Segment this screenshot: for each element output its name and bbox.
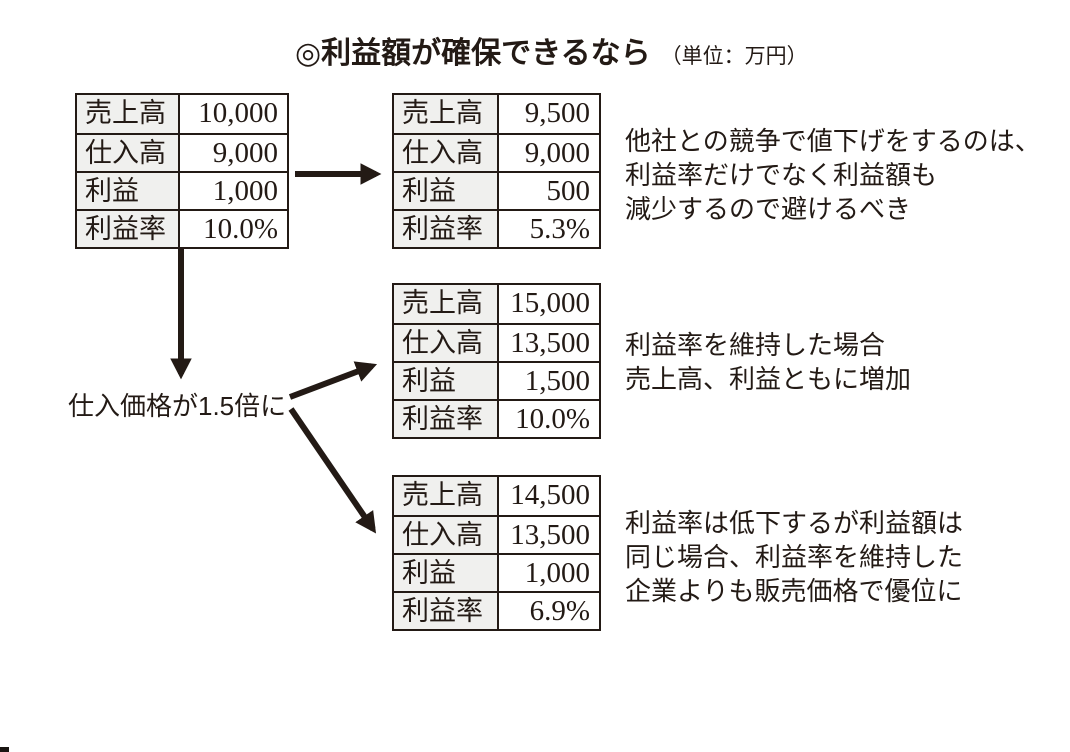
row-label: 利益率 [394,593,499,629]
table-row: 仕入高 13,500 [394,515,599,553]
table-row: 利益率 10.0% [394,399,599,437]
row-value: 5.3% [529,213,590,245]
annotation-line: 売上高、利益ともに増加 [625,364,912,394]
row-value: 15,000 [510,287,590,319]
row-value: 13,500 [510,327,590,359]
page-title: ◎利益額が確保できるなら （単位：万円） [295,28,808,72]
row-value: 1,500 [524,365,590,397]
row-label: 利益率 [394,211,499,247]
table-row: 利益率 5.3% [394,209,599,247]
row-label: 利益 [77,173,180,209]
title-unit-label: （単位：万円） [660,45,808,68]
table-row: 仕入高 9,000 [77,133,287,171]
table-margin-kept: 売上高 15,000 仕入高 13,500 利益 1,500 利益率 10.0% [392,283,601,439]
row-value: 10.0% [515,403,590,435]
row-label: 仕入高 [394,135,499,171]
row-label: 売上高 [394,477,499,515]
row-value: 13,500 [510,519,590,551]
table-row: 利益 1,500 [394,361,599,399]
annotation-price-cut: 他社との競争で値下げをするのは、 利益率だけでなく利益額も 減少するので避けるべ… [625,124,1041,226]
row-label: 売上高 [77,95,180,133]
table-row: 売上高 15,000 [394,285,599,323]
table-row: 仕入高 9,000 [394,133,599,171]
arrow-up-right-icon [288,361,378,400]
table-row: 利益 500 [394,171,599,209]
row-label: 売上高 [394,95,499,133]
row-value: 10,000 [198,97,278,129]
row-value: 1,000 [524,557,590,589]
row-value: 500 [546,175,591,207]
row-label: 利益 [394,173,499,209]
row-label: 利益率 [77,211,180,247]
row-label: 売上高 [394,285,499,323]
page-title-text: ◎利益額が確保できるなら [295,37,651,70]
annotation-line: 他社との競争で値下げをするのは、 [625,126,1041,156]
table-row: 利益率 10.0% [77,209,287,247]
annotation-line: 利益率を維持した場合 [625,330,886,360]
table-row: 売上高 9,500 [394,95,599,133]
row-label: 利益 [394,555,499,591]
table-profit-kept: 売上高 14,500 仕入高 13,500 利益 1,000 利益率 6.9% [392,475,601,631]
annotation-line: 同じ場合、利益率を維持した [625,542,964,572]
annotation-margin-kept: 利益率を維持した場合 売上高、利益ともに増加 [625,328,911,396]
annotation-profit-kept: 利益率は低下するが利益額は 同じ場合、利益率を維持した 企業よりも販売価格で優位… [625,506,963,608]
table-row: 売上高 10,000 [77,95,287,133]
annotation-line: 企業よりも販売価格で優位に [625,576,963,606]
row-value: 10.0% [203,213,278,245]
row-value: 14,500 [510,479,590,511]
row-label: 仕入高 [77,135,180,171]
table-row: 利益 1,000 [394,553,599,591]
cost-increase-label: 仕入価格が1.5倍に [68,391,287,421]
table-row: 利益率 6.9% [394,591,599,629]
row-value: 6.9% [529,595,590,627]
row-value: 9,500 [524,97,590,129]
row-label: 仕入高 [394,325,499,361]
scan-artifact-mark [0,747,9,752]
table-price-cut: 売上高 9,500 仕入高 9,000 利益 500 利益率 5.3% [392,93,601,249]
arrow-down-right-icon [288,407,377,534]
annotation-line: 減少するので避けるべき [625,194,912,224]
row-value: 1,000 [212,175,278,207]
row-value: 9,000 [212,137,278,169]
row-label: 利益率 [394,401,499,437]
annotation-line: 利益率だけでなく利益額も [625,160,938,190]
row-label: 利益 [394,363,499,399]
row-value: 9,000 [524,137,590,169]
table-row: 売上高 14,500 [394,477,599,515]
table-row: 利益 1,000 [77,171,287,209]
table-row: 仕入高 13,500 [394,323,599,361]
row-label: 仕入高 [394,517,499,553]
table-base: 売上高 10,000 仕入高 9,000 利益 1,000 利益率 10.0% [75,93,289,249]
annotation-line: 利益率は低下するが利益額は [625,508,964,538]
